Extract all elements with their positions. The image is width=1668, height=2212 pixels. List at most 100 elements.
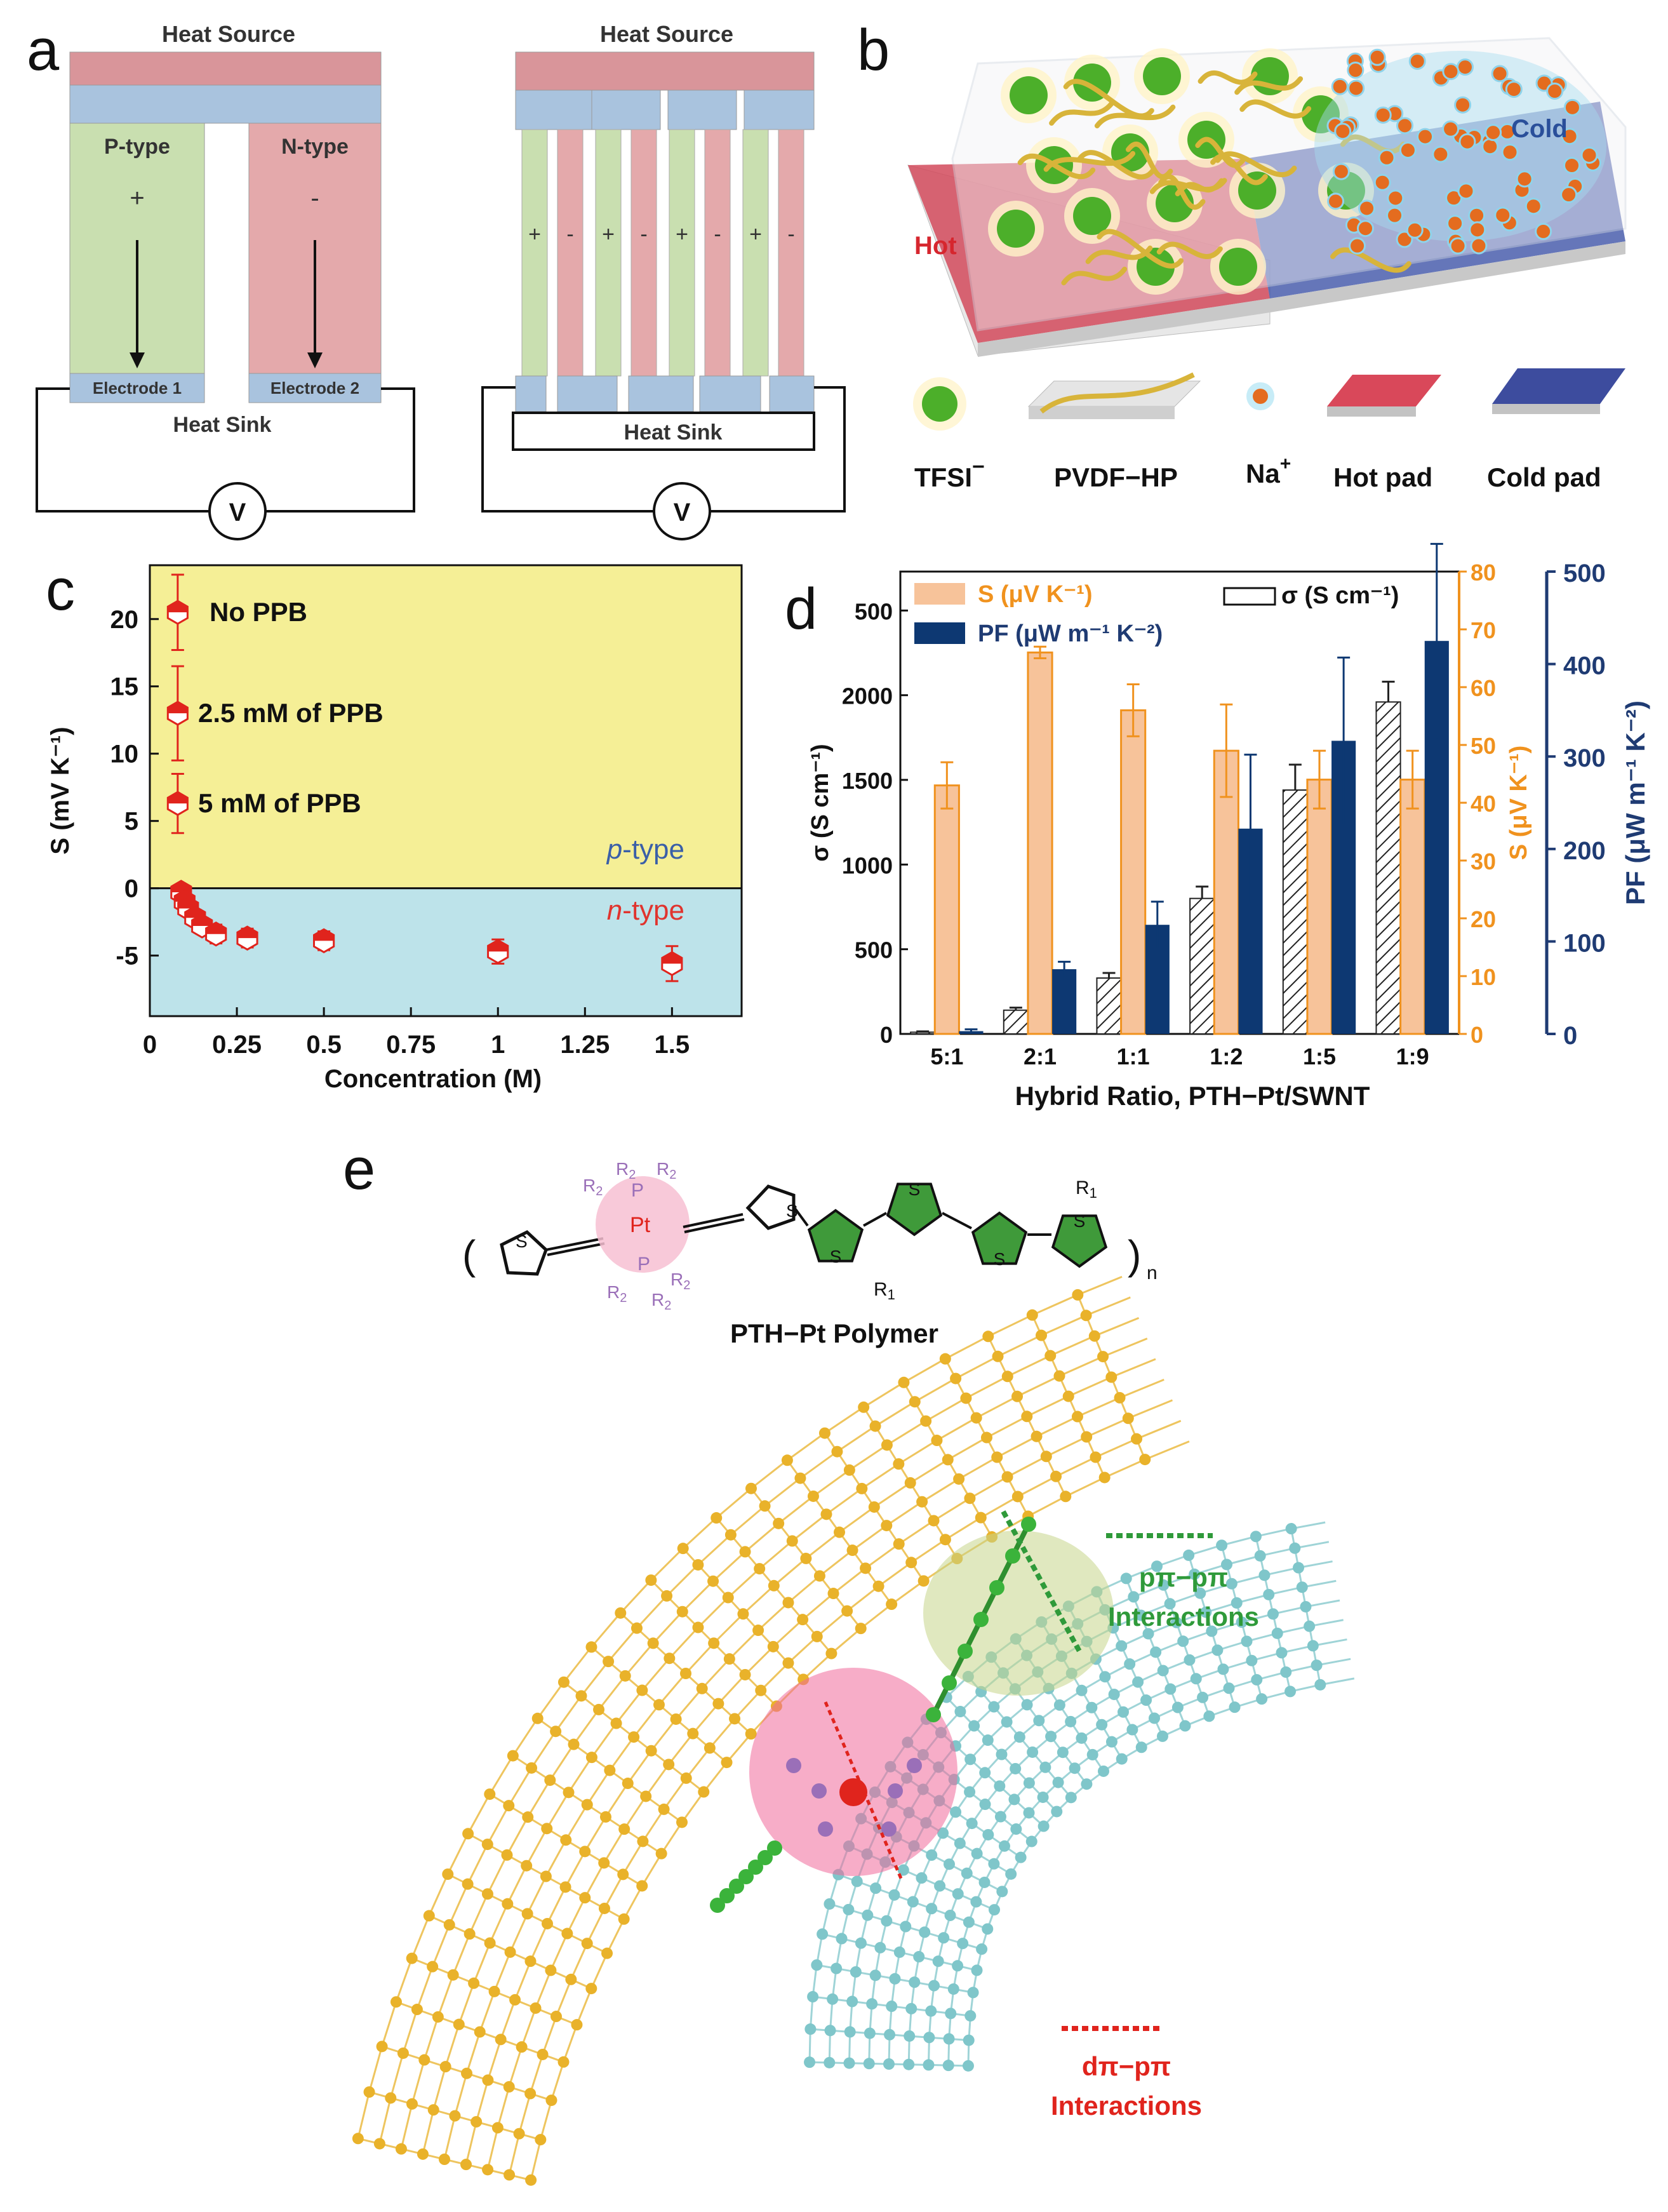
n-type-region (150, 888, 742, 1016)
lattice-bond (921, 1477, 960, 1503)
lattice-bond (486, 1856, 507, 1894)
category-label: 1:5 (1303, 1043, 1336, 1069)
carbon-atom (971, 1964, 983, 1976)
y-tick-label: 5 (124, 808, 138, 836)
orange-ion-icon (1332, 163, 1350, 180)
polymer-chain (1198, 70, 1258, 85)
lattice-bond (1119, 1379, 1164, 1399)
lattice-bond (563, 1649, 590, 1683)
orange-ion-icon (1456, 58, 1474, 76)
lattice-bond (546, 1886, 567, 1924)
carbon-atom (545, 2095, 557, 2107)
lattice-bond (658, 1673, 687, 1706)
carbon-atom (571, 2019, 583, 2031)
carbon-atom (1135, 1741, 1147, 1753)
orange-ion-icon (1399, 141, 1417, 159)
lattice-bond (432, 2067, 446, 2110)
minus-sign: - (310, 184, 319, 212)
orange-ion-icon (1378, 149, 1396, 166)
lattice-bond (437, 1976, 454, 2018)
electrode-1 (69, 373, 205, 403)
orange-ion-icon (1442, 120, 1460, 138)
orange-ion-icon (1373, 173, 1391, 191)
lattice-bond (624, 1644, 653, 1677)
lattice-bond (381, 2004, 396, 2047)
lattice-bond (819, 1549, 854, 1577)
right1-tick-label: 80 (1471, 560, 1496, 586)
carbon-atom (1015, 1851, 1027, 1863)
lattice-bond (545, 1792, 570, 1830)
thiophene-ring (807, 1209, 864, 1263)
lattice-bond (465, 2032, 481, 2074)
lattice-bond (506, 1818, 528, 1856)
orange-ion-icon (1334, 123, 1352, 140)
lattice-bond (620, 1582, 650, 1614)
lattice-bond (402, 2011, 418, 2054)
voltmeter-icon (653, 482, 711, 540)
n-type-label: N-type (281, 135, 349, 159)
pt-atom-icon (839, 1778, 867, 1806)
sigma-bar (910, 1031, 936, 1035)
lattice-bond (1111, 1358, 1156, 1378)
left-tick-label: 1500 (842, 768, 893, 794)
lattice-bond (472, 1943, 491, 1984)
polymer-chain (1077, 150, 1156, 180)
r2-label: R2 (616, 1159, 636, 1182)
right2-tick-label: 300 (1563, 744, 1606, 772)
polymer-atom (767, 1840, 782, 1856)
lattice-bond (586, 1769, 611, 1806)
lattice-bond (652, 1612, 682, 1644)
sulfur-label: S (994, 1249, 1006, 1269)
right1-tick-label: 10 (1471, 964, 1496, 990)
carbon-atom (525, 2174, 537, 2186)
orange-ion-icon (1408, 52, 1426, 70)
carbon-atom (655, 1847, 667, 1860)
lattice-bond (813, 1470, 849, 1498)
panel-a: a Heat Source P-type N-type + - Electrod… (27, 18, 846, 540)
orange-ion-icon (1481, 138, 1499, 156)
lattice-bond (448, 1886, 468, 1926)
carbon-atom (917, 1575, 930, 1587)
orange-ion-icon (1516, 170, 1533, 188)
lattice-bond (423, 2018, 439, 2061)
plus-sign: + (602, 222, 615, 246)
n-type-label: n-type (607, 895, 684, 926)
x-tick-label: 1.25 (560, 1031, 610, 1059)
lattice-bond (712, 1552, 745, 1582)
lattice-bond (965, 1376, 1007, 1399)
carbon-atom (676, 1816, 688, 1828)
polymer-atom (926, 1707, 941, 1722)
polymer-chain (1215, 151, 1297, 178)
r2-label: R2 (607, 1282, 627, 1305)
ring-bond (792, 1205, 809, 1227)
carbon-atom (1098, 1471, 1111, 1484)
lattice-bond (467, 1797, 489, 1834)
heat-source-label: Heat Source (162, 21, 295, 47)
orange-ion-icon (1449, 237, 1467, 255)
carbon-atom (976, 1943, 988, 1955)
lattice-bond (849, 1445, 886, 1471)
polymer-chain (1340, 134, 1406, 154)
data-point-fill (171, 881, 192, 893)
lattice-bond (357, 2095, 370, 2139)
lattice-bond (744, 1524, 778, 1553)
lattice-bond (839, 1506, 875, 1533)
lattice-bond (537, 1684, 563, 1719)
top-electrode (744, 90, 815, 130)
pt-highlight (596, 1176, 690, 1273)
orange-ion-icon (1347, 79, 1365, 97)
lattice-bond (497, 2085, 510, 2128)
lattice-bond (368, 2049, 382, 2093)
orange-ion-icon (1396, 117, 1414, 135)
polymer-atom (1021, 1517, 1036, 1532)
lattice-bond (486, 2126, 499, 2170)
lattice-bond (1058, 1356, 1103, 1377)
polymer-atom (719, 1888, 735, 1903)
carbon-atom (1229, 1701, 1241, 1713)
lattice-bond (1312, 1638, 1347, 1647)
lattice-bond (609, 1736, 635, 1771)
carbon-atom (698, 1786, 710, 1798)
lattice-bond (1305, 1599, 1340, 1608)
heat-sink-label: Heat Sink (624, 420, 723, 445)
